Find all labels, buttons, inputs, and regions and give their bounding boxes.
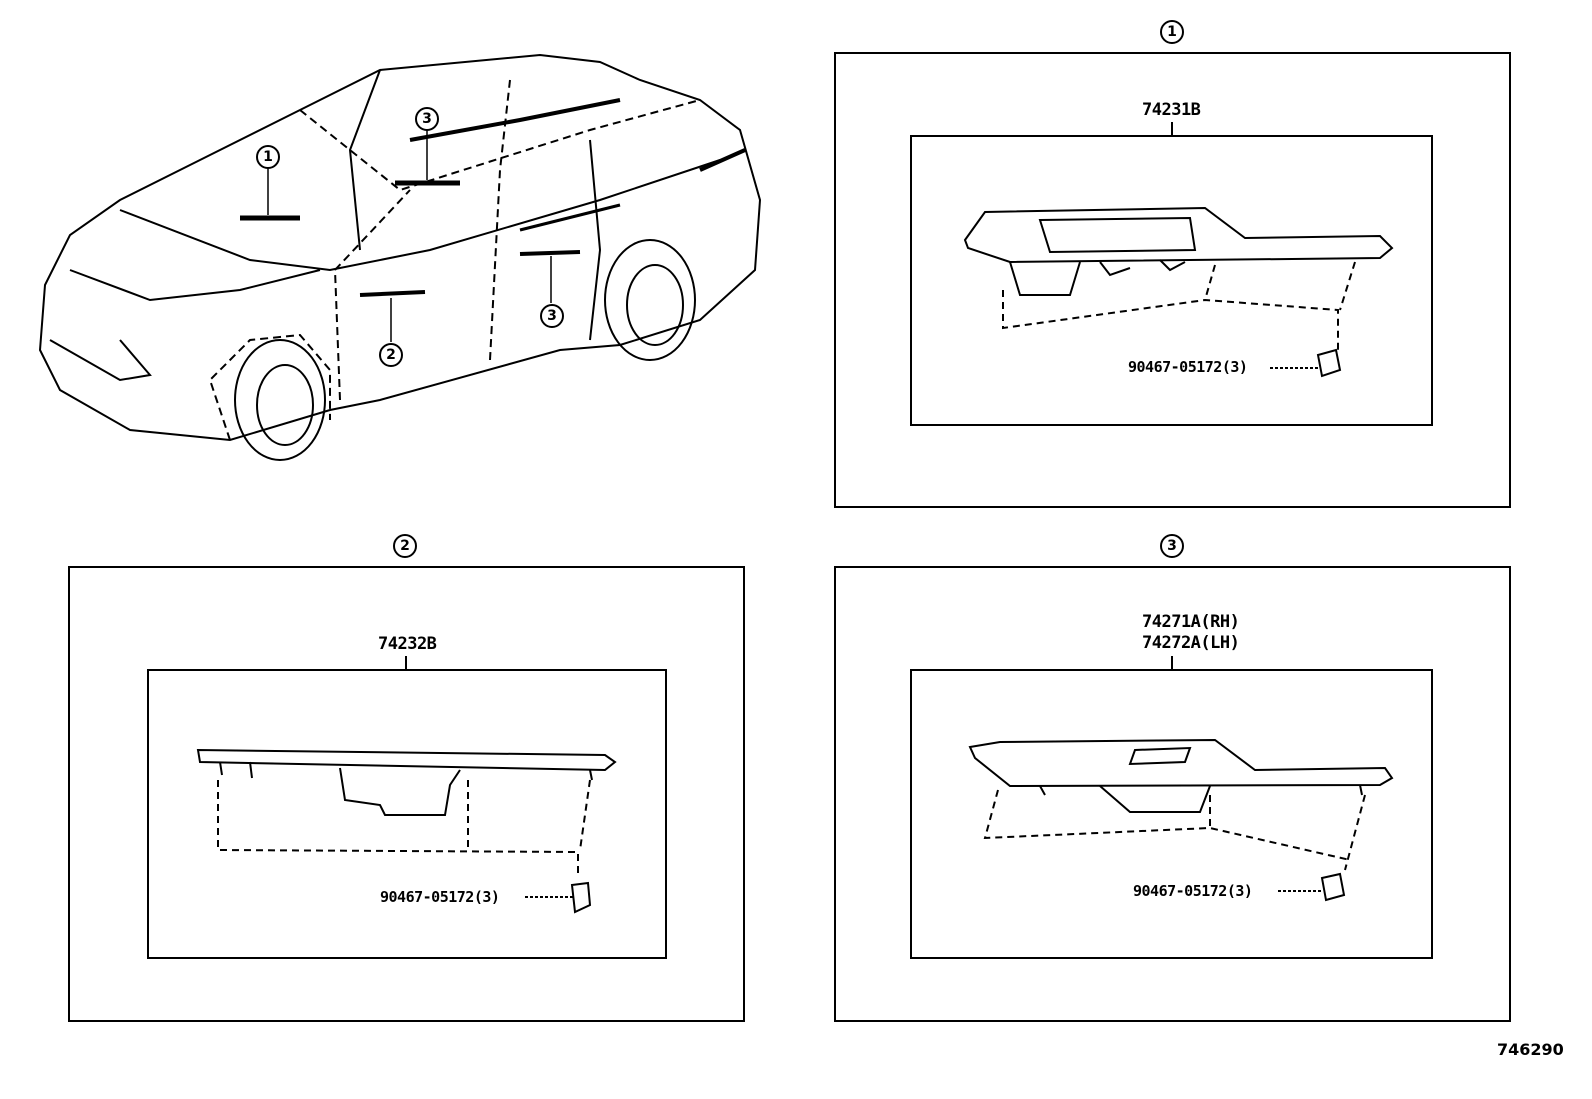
panel-2-detail (147, 669, 667, 959)
panel-2-callout: 2 (393, 534, 417, 558)
fastener-label-2: 90467-05172(3) (380, 888, 500, 906)
fastener-label-1: 90467-05172(3) (1128, 358, 1248, 376)
callout-1-overview: 1 (256, 145, 280, 169)
panel-3-detail (910, 669, 1433, 959)
callout-3-overview: 3 (415, 107, 439, 131)
part-number-74231B: 74231B (1142, 100, 1201, 120)
callout-3b-overview: 3 (540, 304, 564, 328)
panel-1 (834, 52, 1511, 508)
diagram-code: 746290 (1497, 1040, 1564, 1059)
panel-3-callout: 3 (1160, 534, 1184, 558)
panel-3 (834, 566, 1511, 1022)
panel-2 (68, 566, 745, 1022)
panel-1-detail (910, 135, 1433, 426)
vehicle-overview-illustration (38, 53, 762, 461)
part-number-74272A-LH: 74272A(LH) (1142, 633, 1240, 653)
part-number-74232B: 74232B (378, 634, 437, 654)
fastener-label-3: 90467-05172(3) (1133, 882, 1253, 900)
part-number-74271A-RH: 74271A(RH) (1142, 612, 1240, 632)
callout-2-overview: 2 (379, 343, 403, 367)
panel-1-callout: 1 (1160, 20, 1184, 44)
